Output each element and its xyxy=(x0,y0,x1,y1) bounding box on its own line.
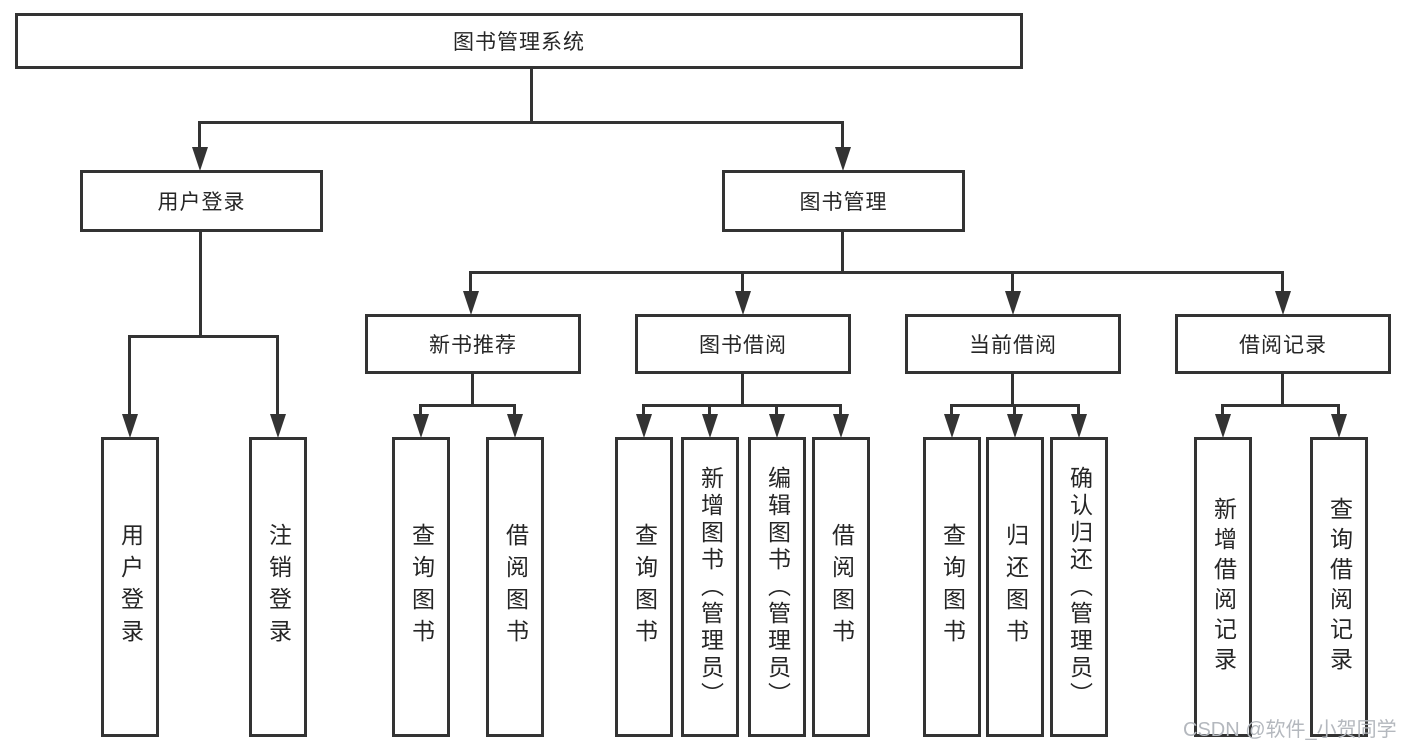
connector-line xyxy=(839,405,842,418)
leaf-recommend-query-books-label: 查询图书 xyxy=(408,523,435,651)
connector-line xyxy=(513,405,516,418)
connector-line xyxy=(1013,405,1016,418)
node-new-book-recommend-label: 新书推荐 xyxy=(429,334,517,357)
arrow-down-icon xyxy=(833,414,849,438)
arrow-down-icon xyxy=(192,147,208,171)
arrow-down-icon xyxy=(636,414,652,438)
connector-line xyxy=(469,271,1284,274)
arrow-down-icon xyxy=(1275,291,1291,315)
node-root: 图书管理系统 xyxy=(15,13,1023,69)
arrow-down-icon xyxy=(769,414,785,438)
arrow-down-icon xyxy=(1005,291,1021,315)
leaf-borrowing-borrow-books: 借阅图书 xyxy=(812,437,870,737)
leaf-user-login-label: 用户登录 xyxy=(117,523,144,651)
leaf-recommend-borrow-books-label: 借阅图书 xyxy=(502,523,529,651)
arrow-down-icon xyxy=(413,414,429,438)
leaf-current-query-books-label: 查询图书 xyxy=(939,523,966,651)
connector-line xyxy=(419,404,516,407)
connector-line xyxy=(642,405,645,418)
leaf-records-add-record: 新增借阅记录 xyxy=(1194,437,1252,737)
node-user-login-label: 用户登录 xyxy=(157,191,246,214)
node-book-borrowing-label: 图书借阅 xyxy=(699,334,787,357)
arrow-down-icon xyxy=(507,414,523,438)
connector-line xyxy=(841,232,844,274)
connector-line xyxy=(1337,405,1340,418)
connector-line xyxy=(1221,405,1224,418)
leaf-current-confirm-return-admin: 确认归还（管理员） xyxy=(1050,437,1108,737)
connector-line xyxy=(1011,374,1014,407)
arrow-down-icon xyxy=(735,291,751,315)
leaf-user-login: 用户登录 xyxy=(101,437,159,737)
node-book-borrowing: 图书借阅 xyxy=(635,314,851,374)
node-book-management: 图书管理 xyxy=(722,170,965,232)
connector-line xyxy=(1011,272,1014,294)
arrow-down-icon xyxy=(835,147,851,171)
arrow-down-icon xyxy=(270,414,286,438)
leaf-logout: 注销登录 xyxy=(249,437,307,737)
leaf-current-return-books: 归还图书 xyxy=(986,437,1044,737)
leaf-borrowing-add-books-admin: 新增图书（管理员） xyxy=(681,437,739,737)
leaf-records-query-record-label: 查询借阅记录 xyxy=(1326,497,1353,677)
arrow-down-icon xyxy=(1007,414,1023,438)
leaf-current-return-books-label: 归还图书 xyxy=(1002,523,1029,651)
arrow-down-icon xyxy=(944,414,960,438)
node-book-management-label: 图书管理 xyxy=(799,191,888,214)
connector-line xyxy=(1281,272,1284,294)
leaf-current-confirm-return-admin-label: 确认归还（管理员） xyxy=(1066,465,1093,709)
connector-line xyxy=(708,405,711,418)
node-borrowing-records: 借阅记录 xyxy=(1175,314,1391,374)
arrow-down-icon xyxy=(1215,414,1231,438)
leaf-borrowing-edit-books-admin-label: 编辑图书（管理员） xyxy=(764,465,791,709)
connector-line xyxy=(1077,405,1080,418)
arrow-down-icon xyxy=(1071,414,1087,438)
leaf-borrowing-query-books: 查询图书 xyxy=(615,437,673,737)
connector-line xyxy=(530,69,533,124)
connector-line xyxy=(469,272,472,294)
arrow-down-icon xyxy=(702,414,718,438)
leaf-current-query-books: 查询图书 xyxy=(923,437,981,737)
connector-line xyxy=(741,272,744,294)
leaf-borrowing-query-books-label: 查询图书 xyxy=(631,523,658,651)
node-new-book-recommend: 新书推荐 xyxy=(365,314,581,374)
leaf-logout-label: 注销登录 xyxy=(265,523,292,651)
connector-line xyxy=(841,122,844,150)
connector-line xyxy=(741,374,744,407)
connector-line xyxy=(198,122,201,150)
arrow-down-icon xyxy=(463,291,479,315)
node-current-borrowing-label: 当前借阅 xyxy=(969,334,1057,357)
node-root-label: 图书管理系统 xyxy=(453,31,585,54)
connector-line xyxy=(1221,404,1340,407)
arrow-down-icon xyxy=(122,414,138,438)
connector-line xyxy=(419,405,422,418)
connector-line xyxy=(642,404,842,407)
node-borrowing-records-label: 借阅记录 xyxy=(1239,334,1327,357)
connector-line xyxy=(199,232,202,338)
connector-line xyxy=(1281,374,1284,407)
arrow-down-icon xyxy=(1331,414,1347,438)
leaf-records-query-record: 查询借阅记录 xyxy=(1310,437,1368,737)
connector-line xyxy=(128,335,279,338)
connector-line xyxy=(471,374,474,407)
connector-line xyxy=(276,336,279,416)
connector-line xyxy=(128,336,131,416)
csdn-watermark: CSDN @软件_小贺同学 xyxy=(1183,719,1397,741)
leaf-borrowing-edit-books-admin: 编辑图书（管理员） xyxy=(748,437,806,737)
connector-line xyxy=(775,405,778,418)
leaf-recommend-borrow-books: 借阅图书 xyxy=(486,437,544,737)
connector-line xyxy=(950,405,953,418)
node-current-borrowing: 当前借阅 xyxy=(905,314,1121,374)
connector-line xyxy=(198,121,844,124)
node-user-login: 用户登录 xyxy=(80,170,323,232)
leaf-borrowing-add-books-admin-label: 新增图书（管理员） xyxy=(697,465,724,709)
leaf-records-add-record-label: 新增借阅记录 xyxy=(1210,497,1237,677)
leaf-recommend-query-books: 查询图书 xyxy=(392,437,450,737)
leaf-borrowing-borrow-books-label: 借阅图书 xyxy=(828,523,855,651)
